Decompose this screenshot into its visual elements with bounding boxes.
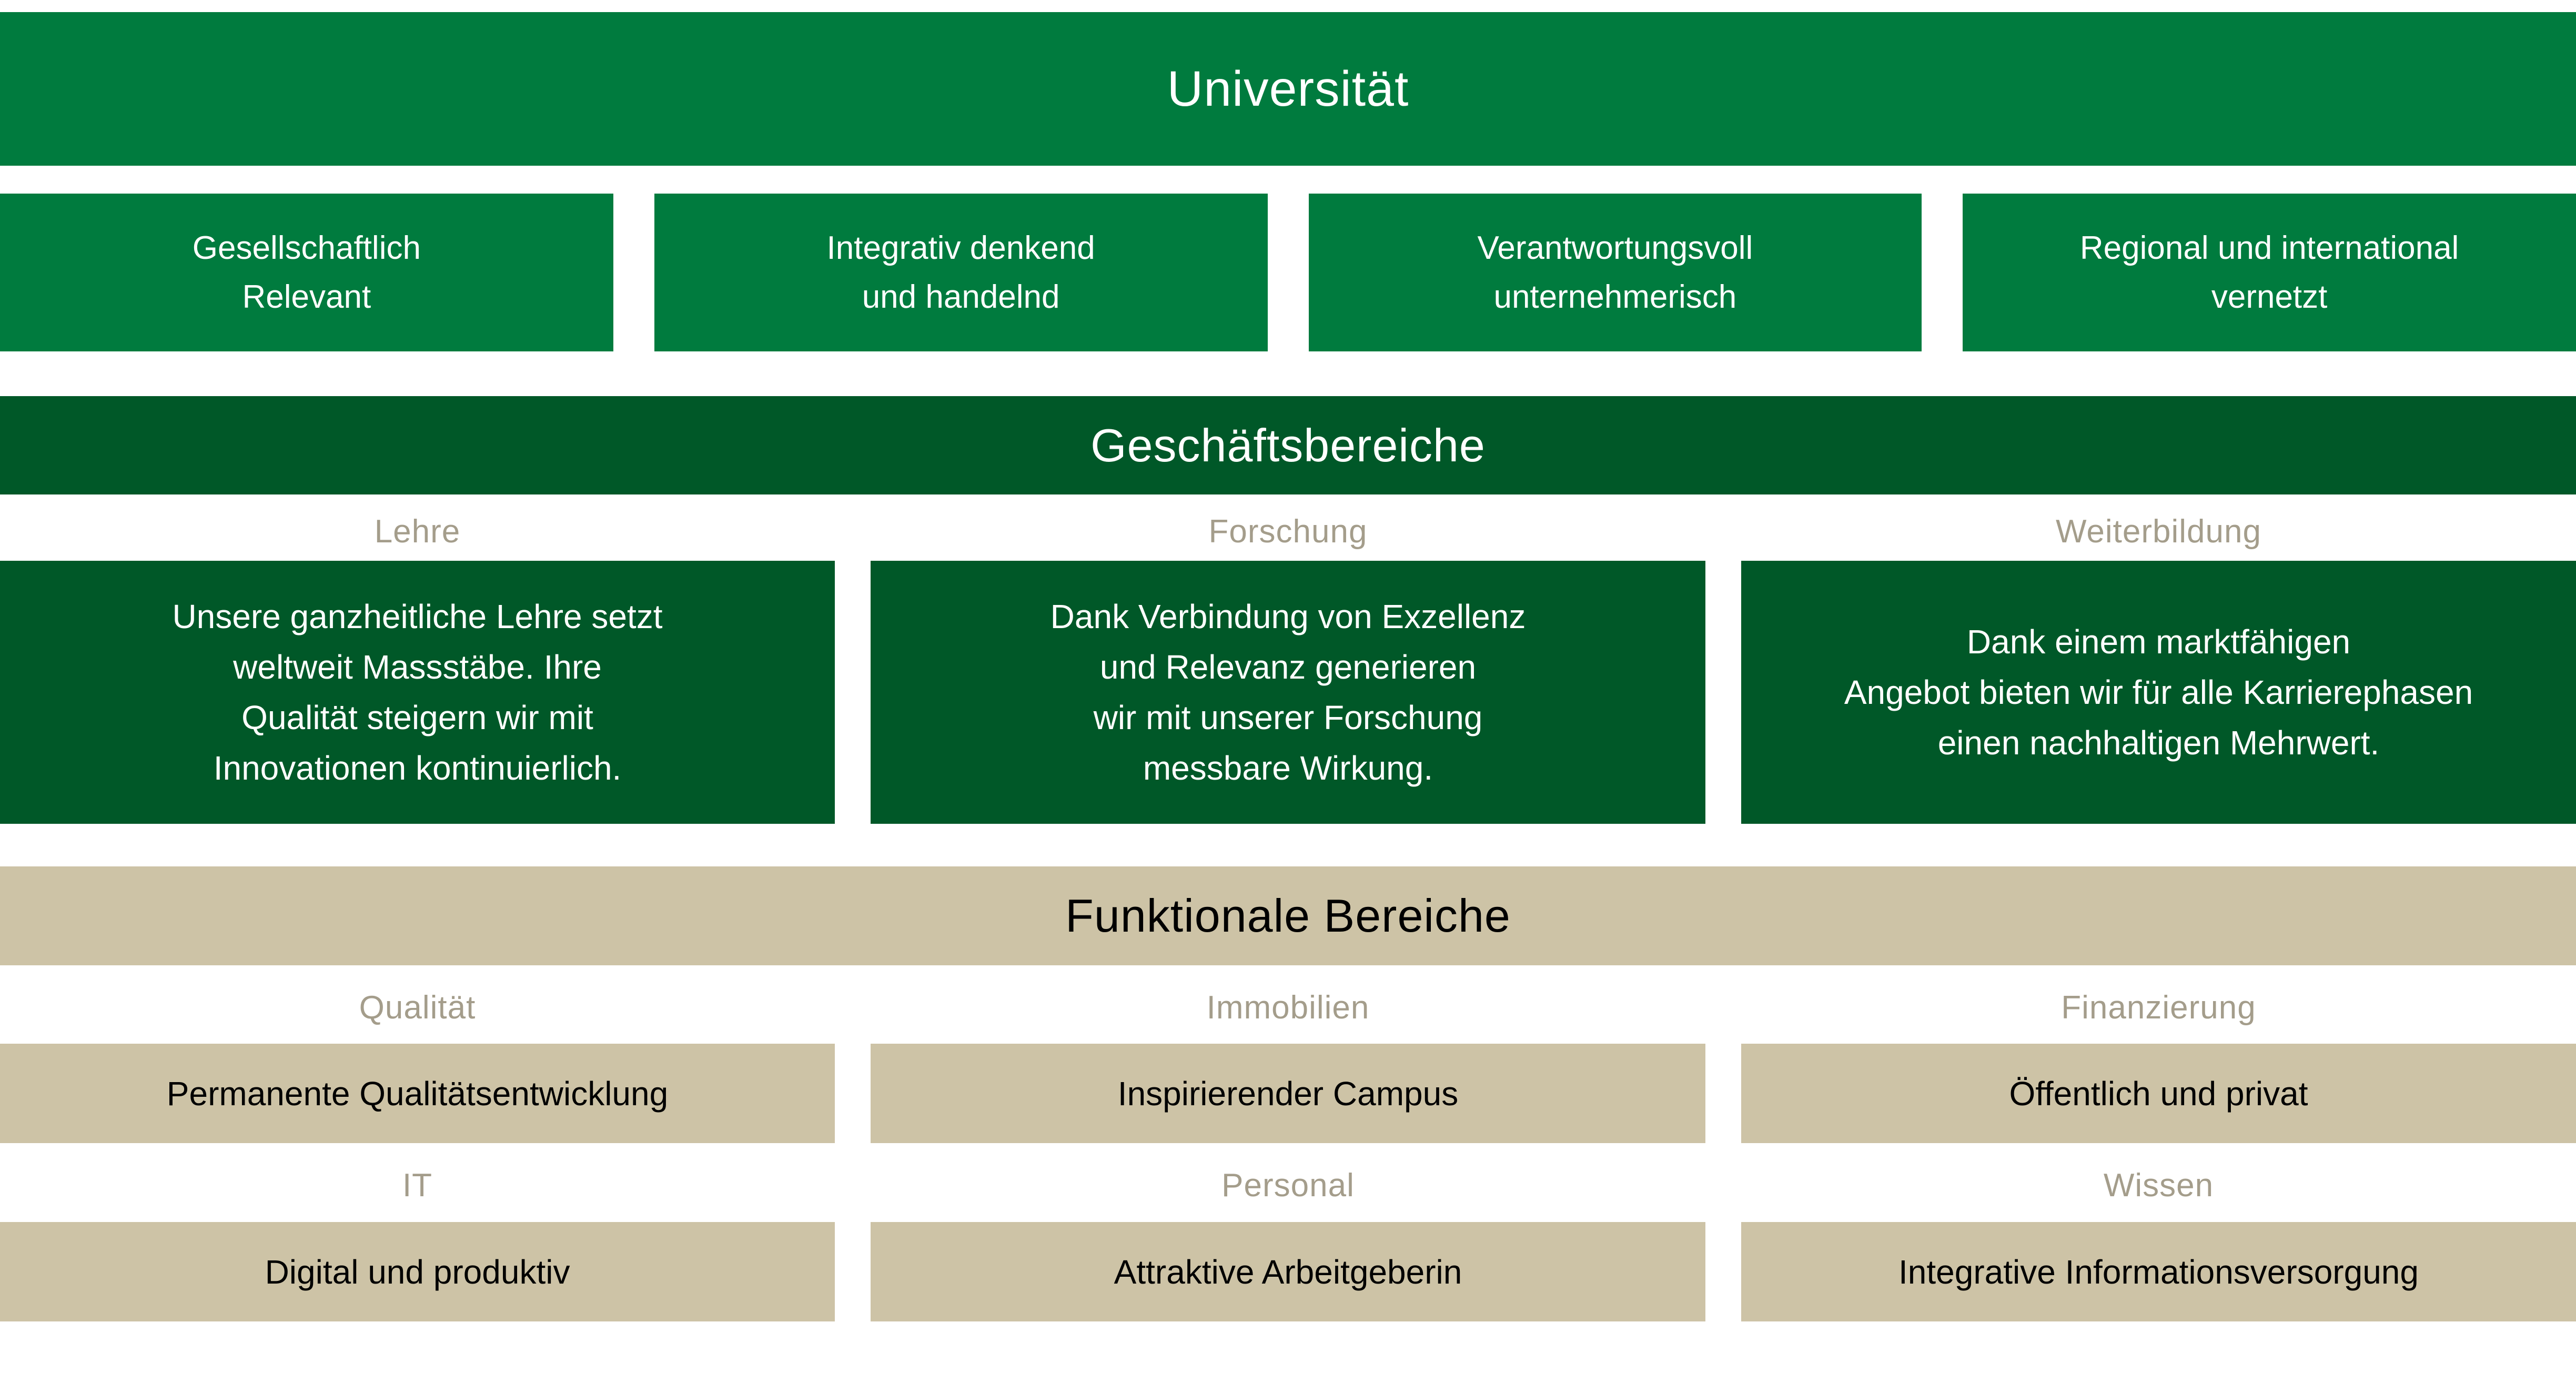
mission-box-weiterbildung: Dank einem marktfähigen Angebot bieten w… — [1741, 561, 2576, 824]
functional-box-qualitaet: Permanente Qualitätsentwicklung — [0, 1044, 835, 1143]
column-header-forschung: Forschung — [1208, 513, 1368, 550]
principle-box-integrativ-denkend: Integrativ denkend und handelnd — [654, 194, 1268, 351]
column-header-personal: Personal — [1221, 1167, 1355, 1204]
functional-areas-header-row-1: Qualität Immobilien Finanzierung — [0, 989, 2576, 1026]
column-header-weiterbildung: Weiterbildung — [2056, 513, 2261, 550]
university-banner: Universität — [0, 12, 2576, 166]
functional-statement: Permanente Qualitätsentwicklung — [166, 1074, 669, 1113]
functional-areas-box-row-1: Permanente Qualitätsentwicklung Inspirie… — [0, 1044, 2576, 1143]
mission-statement: Dank Verbindung von Exzellenz und Releva… — [1050, 598, 1526, 787]
functional-statement: Digital und produktiv — [265, 1253, 570, 1291]
university-banner-title: Universität — [1167, 60, 1409, 117]
guiding-principles-row: Gesellschaftlich Relevant Integrativ den… — [0, 194, 2576, 351]
principle-box-verantwortungsvoll: Verantwortungsvoll unternehmerisch — [1308, 194, 1922, 351]
column-header-wissen: Wissen — [2103, 1167, 2214, 1204]
principle-label: Gesellschaftlich Relevant — [192, 230, 421, 315]
functional-box-it: Digital und produktiv — [0, 1222, 835, 1321]
business-areas-banner-title: Geschäftsbereiche — [1090, 419, 1486, 471]
mission-box-forschung: Dank Verbindung von Exzellenz und Releva… — [871, 561, 1705, 824]
business-areas-banner: Geschäftsbereiche — [0, 396, 2576, 494]
column-header-lehre: Lehre — [374, 513, 461, 550]
mission-box-lehre: Unsere ganzheitliche Lehre setzt weltwei… — [0, 561, 835, 824]
column-header-immobilien: Immobilien — [1206, 990, 1370, 1026]
column-header-qualitaet: Qualität — [359, 990, 476, 1026]
functional-statement: Inspirierender Campus — [1117, 1074, 1459, 1113]
principle-label: Regional und international vernetzt — [2079, 230, 2459, 315]
business-areas-mission-row: Unsere ganzheitliche Lehre setzt weltwei… — [0, 561, 2576, 824]
functional-box-immobilien: Inspirierender Campus — [871, 1044, 1705, 1143]
functional-areas-banner: Funktionale Bereiche — [0, 866, 2576, 965]
principle-box-gesellschaftlich-relevant: Gesellschaftlich Relevant — [0, 194, 613, 351]
functional-areas-box-row-2: Digital und produktiv Attraktive Arbeitg… — [0, 1222, 2576, 1321]
principle-label: Verantwortungsvoll unternehmerisch — [1477, 230, 1753, 315]
functional-statement: Integrative Informationsversorgung — [1898, 1253, 2419, 1291]
column-header-it: IT — [402, 1167, 433, 1204]
mission-statement: Dank einem marktfähigen Angebot bieten w… — [1844, 623, 2473, 762]
business-areas-header-row: Lehre Forschung Weiterbildung — [0, 513, 2576, 550]
principle-box-regional-international: Regional und international vernetzt — [1963, 194, 2576, 351]
column-header-finanzierung: Finanzierung — [2061, 990, 2256, 1026]
functional-box-wissen: Integrative Informationsversorgung — [1741, 1222, 2576, 1321]
functional-box-personal: Attraktive Arbeitgeberin — [871, 1222, 1705, 1321]
functional-statement: Öffentlich und privat — [2009, 1074, 2308, 1113]
mission-statement: Unsere ganzheitliche Lehre setzt weltwei… — [172, 598, 663, 787]
functional-statement: Attraktive Arbeitgeberin — [1114, 1253, 1462, 1291]
functional-areas-header-row-2: IT Personal Wissen — [0, 1167, 2576, 1204]
principle-label: Integrativ denkend und handelnd — [826, 230, 1095, 315]
functional-box-finanzierung: Öffentlich und privat — [1741, 1044, 2576, 1143]
functional-areas-banner-title: Funktionale Bereiche — [1065, 890, 1511, 942]
